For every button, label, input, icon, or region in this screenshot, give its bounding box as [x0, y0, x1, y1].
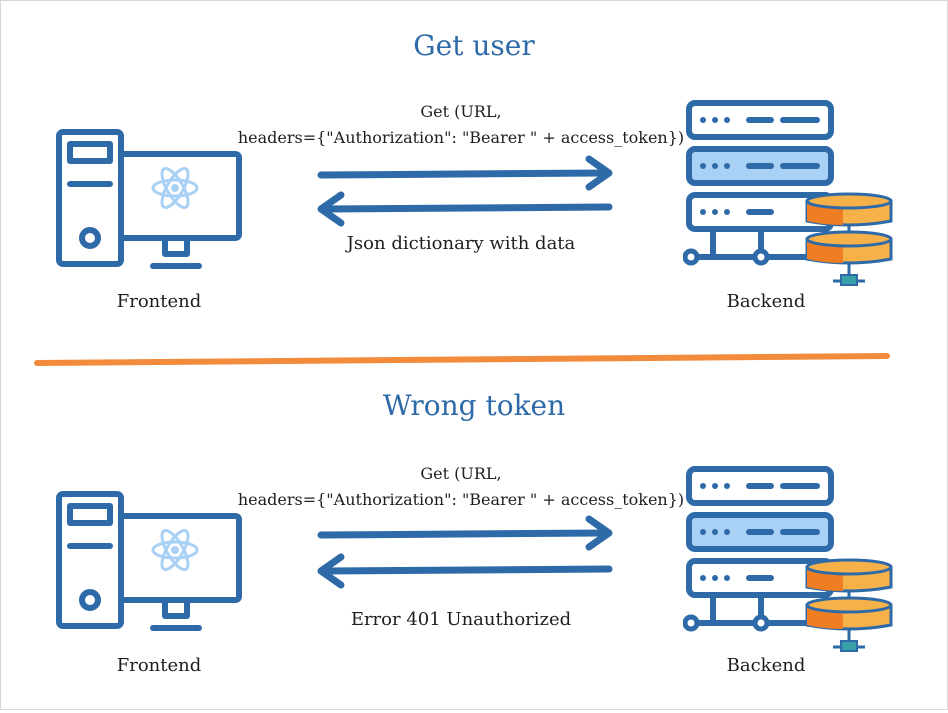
backend-label: Backend: [726, 291, 806, 312]
frontend-label: Frontend: [116, 655, 202, 676]
backend-label: Backend: [726, 655, 806, 676]
request-line-2: headers={"Authorization": "Bearer " + ac…: [237, 490, 685, 509]
response-label: Json dictionary with data: [346, 233, 576, 254]
section-divider: [34, 353, 890, 366]
server-database-icon: [683, 466, 893, 652]
desktop-computer-react-icon: [56, 491, 242, 631]
request-label: Get (URL, headers={"Authorization": "Bea…: [231, 461, 691, 513]
panel-title: Get user: [413, 29, 535, 62]
frontend-label: Frontend: [116, 291, 202, 312]
panel-title: Wrong token: [382, 389, 566, 422]
request-response-arrows: [317, 155, 613, 227]
request-line-2: headers={"Authorization": "Bearer " + ac…: [237, 128, 685, 147]
request-line-1: Get (URL,: [420, 102, 502, 121]
panel-wrong-token: Wrong token Get (URL, headers={"Authoriz…: [1, 363, 947, 713]
request-response-arrows: [317, 515, 613, 589]
desktop-computer-react-icon: [56, 129, 242, 269]
panel-get-user: Get user Get (URL, headers={"Authorizati…: [1, 1, 947, 351]
request-line-1: Get (URL,: [420, 464, 502, 483]
response-label: Error 401 Unauthorized: [350, 609, 572, 630]
server-database-icon: [683, 100, 893, 286]
request-label: Get (URL, headers={"Authorization": "Bea…: [231, 99, 691, 151]
